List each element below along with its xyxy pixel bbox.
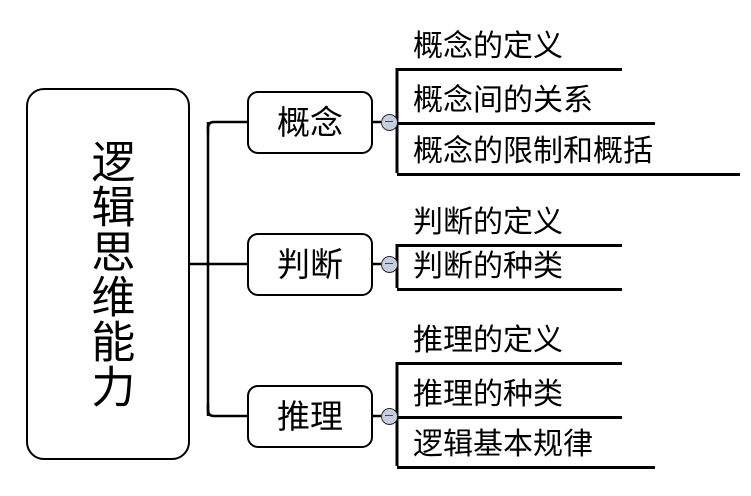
leaf-item-label: 判断的定义	[413, 205, 563, 240]
root-node[interactable]: 逻辑思维能力	[26, 88, 190, 460]
leaf-underline	[397, 288, 622, 291]
leaf-item[interactable]: 概念间的关系	[397, 79, 593, 123]
minus-circle-icon[interactable]	[381, 407, 398, 425]
leaf-item-label: 推理的定义	[413, 323, 563, 358]
branch-node-gainian[interactable]: 概念	[247, 91, 373, 154]
leaf-underline	[397, 416, 622, 419]
branch-node-label: 概念	[277, 103, 343, 142]
leaf-item[interactable]: 概念的限制和概括	[397, 130, 653, 174]
leaf-underline	[397, 466, 655, 469]
branch-node-tuili[interactable]: 推理	[247, 385, 373, 448]
leaf-underline	[397, 362, 622, 365]
branch-node-panduan[interactable]: 判断	[247, 233, 373, 296]
minus-circle-icon[interactable]	[381, 113, 398, 131]
leaf-item-label: 概念的定义	[413, 29, 563, 64]
leaf-item[interactable]: 逻辑基本规律	[397, 423, 593, 467]
leaf-underline	[397, 173, 740, 176]
leaf-item-label: 概念间的关系	[413, 83, 593, 118]
leaf-item-label: 逻辑基本规律	[413, 427, 593, 462]
minus-circle-icon[interactable]	[381, 255, 398, 273]
leaf-item-label: 推理的种类	[413, 377, 563, 412]
leaf-item[interactable]: 判断的种类	[397, 245, 563, 289]
leaf-underline	[397, 122, 655, 125]
leaf-item-label: 判断的种类	[413, 249, 563, 284]
leaf-item[interactable]: 推理的种类	[397, 373, 563, 417]
leaf-item[interactable]: 推理的定义	[397, 319, 563, 363]
branch-node-label: 推理	[277, 397, 343, 436]
leaf-underline	[397, 68, 622, 71]
leaf-item[interactable]: 判断的定义	[397, 201, 563, 245]
leaf-item-label: 概念的限制和概括	[413, 134, 653, 169]
root-node-label: 逻辑思维能力	[83, 139, 135, 409]
leaf-underline	[397, 244, 622, 247]
branch-node-label: 判断	[277, 245, 343, 284]
leaf-item[interactable]: 概念的定义	[397, 25, 563, 69]
